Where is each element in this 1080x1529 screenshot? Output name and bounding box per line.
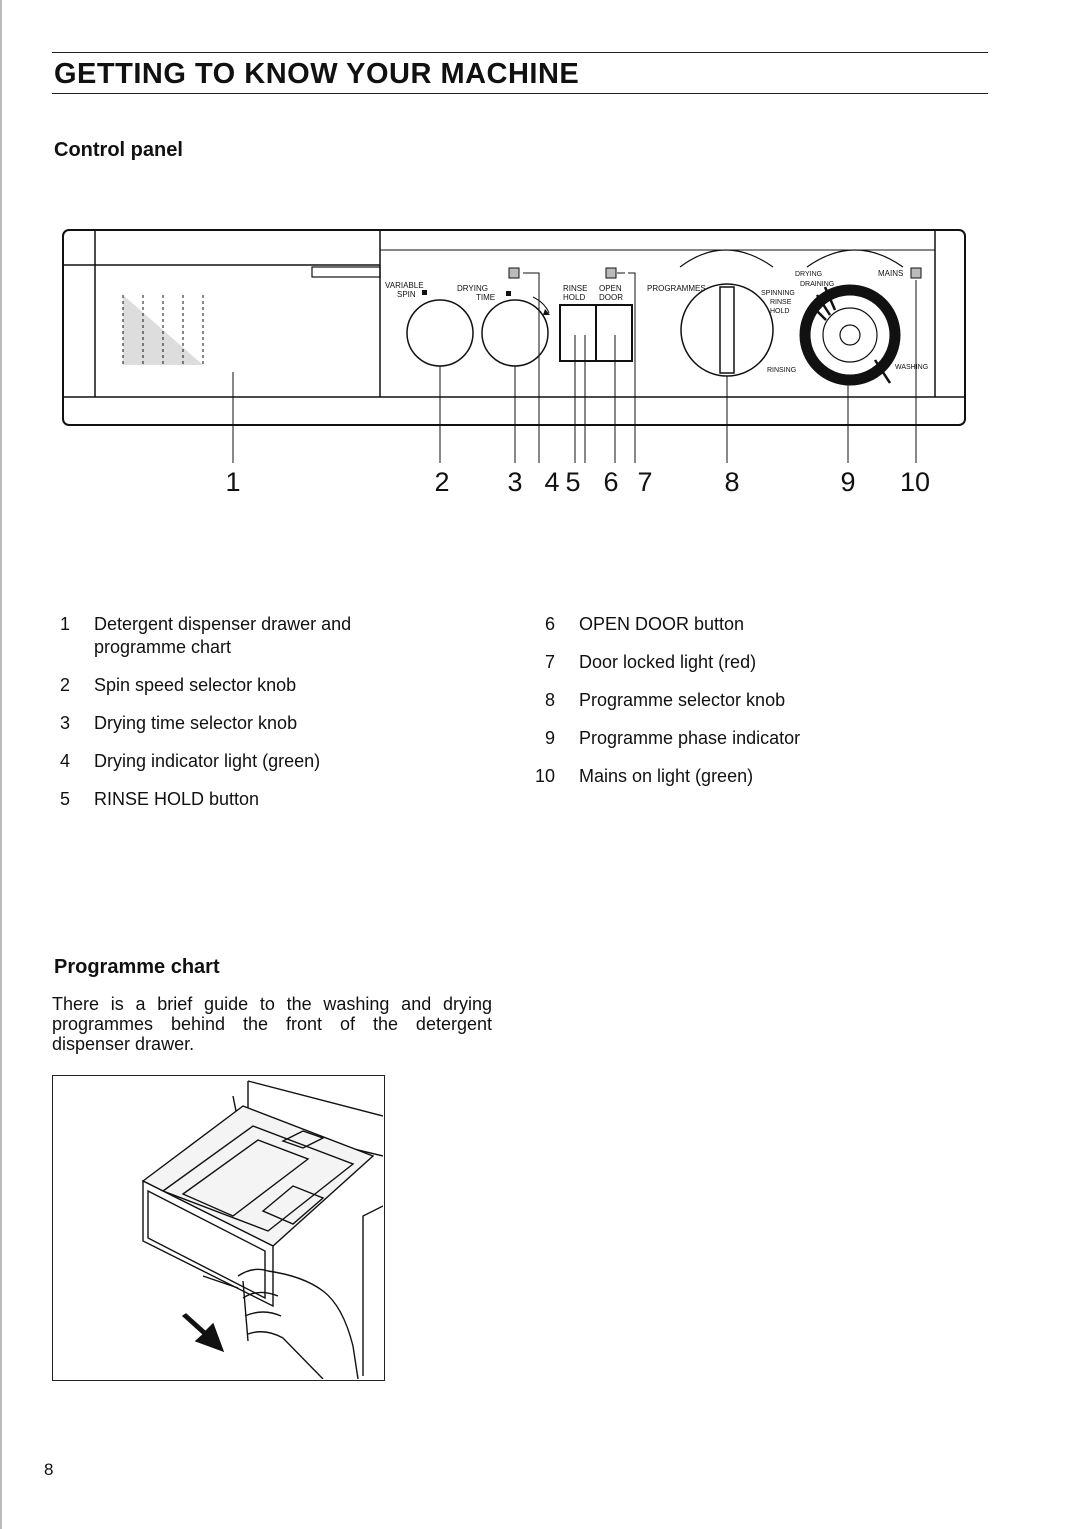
legend-item: 7 Door locked light (red) <box>535 651 875 674</box>
legend-number: 4 <box>59 751 70 771</box>
legend-text: Programme phase indicator <box>579 728 801 748</box>
spin-indicator-mark <box>422 290 427 295</box>
label-mains: MAINS <box>878 269 903 278</box>
legend-item: 10 Mains on light (green) <box>535 765 875 788</box>
callout-6: 6 <box>603 467 618 497</box>
label-variable: VARIABLE <box>385 281 424 290</box>
mains-light <box>910 267 922 279</box>
pull-arrow <box>181 1313 225 1353</box>
label-drying: DRYING <box>457 284 488 293</box>
label-phase-washing: WASHING <box>895 364 928 371</box>
phase-indicator-dial <box>799 284 901 386</box>
drawer-handle <box>311 266 381 278</box>
open-door-button <box>595 304 633 362</box>
label-hold: HOLD <box>563 293 585 302</box>
legend-number: 1 <box>59 614 70 634</box>
label-door: DOOR <box>599 293 623 302</box>
label-phase-rinsing: RINSING <box>767 367 796 374</box>
drawer-illustration <box>52 1075 385 1381</box>
callout-10: 10 <box>900 467 930 497</box>
label-programmes: PROGRAMMES <box>647 284 706 293</box>
drying-time-knob <box>481 299 549 367</box>
page-edge <box>0 0 2 1529</box>
label-phase-hold: HOLD <box>770 308 789 315</box>
legend-left: 1 Detergent dispenser drawer and programm… <box>50 613 410 826</box>
legend-number: 10 <box>535 766 556 786</box>
drying-indicator-mark <box>506 291 511 296</box>
hand <box>237 1268 359 1380</box>
legend-item: 4 Drying indicator light (green) <box>50 750 410 773</box>
legend-right: 6 OPEN DOOR button 7 Door locked light (re… <box>535 613 875 803</box>
callout-5: 5 <box>565 467 580 497</box>
door-locked-light <box>605 267 617 279</box>
legend-number: 6 <box>544 614 555 634</box>
panel-outline <box>62 229 966 426</box>
label-phase-draining: DRAINING <box>800 281 834 288</box>
legend-item: 9 Programme phase indicator <box>535 727 875 750</box>
control-panel-heading: Control panel <box>54 139 183 161</box>
legend-number: 2 <box>59 675 70 695</box>
label-rinse: RINSE <box>563 284 587 293</box>
legend-text: Drying time selector knob <box>94 713 298 733</box>
legend-number: 5 <box>59 789 70 809</box>
legend-item: 2 Spin speed selector knob <box>50 674 410 697</box>
label-time: TIME <box>476 293 495 302</box>
programme-chart-text: There is a brief guide to the washing an… <box>52 994 492 1054</box>
legend-text: RINSE HOLD button <box>94 789 260 809</box>
spin-speed-knob <box>406 299 474 367</box>
title-rule-bottom <box>52 93 988 94</box>
drawer-shading <box>122 295 204 365</box>
callout-2: 2 <box>434 467 449 497</box>
label-phase-drying: DRYING <box>795 271 822 278</box>
legend-text: Detergent dispenser drawer and programme… <box>94 614 352 657</box>
legend-text: Mains on light (green) <box>579 766 754 786</box>
legend-text: Door locked light (red) <box>579 652 757 672</box>
programme-selector-knob <box>680 283 774 377</box>
legend-text: OPEN DOOR button <box>579 614 745 634</box>
legend-number: 8 <box>544 690 555 710</box>
legend-number: 7 <box>544 652 555 672</box>
legend-number: 3 <box>59 713 70 733</box>
legend-item: 8 Programme selector knob <box>535 689 875 712</box>
control-panel-diagram: VARIABLE SPIN DRYING TIME RINSE HOLD OPE… <box>62 229 966 497</box>
legend-text: Drying indicator light (green) <box>94 751 321 771</box>
callout-7: 7 <box>637 467 652 497</box>
legend-item: 3 Drying time selector knob <box>50 712 410 735</box>
title-rule-top <box>52 52 988 53</box>
programme-chart-heading: Programme chart <box>54 956 220 978</box>
legend-text: Spin speed selector knob <box>94 675 297 695</box>
label-spin: SPIN <box>397 290 416 299</box>
label-phase-spinning: SPINNING <box>761 290 795 297</box>
callout-9: 9 <box>840 467 855 497</box>
callout-8: 8 <box>724 467 739 497</box>
legend-item: 1 Detergent dispenser drawer and programm… <box>50 613 410 659</box>
rinse-hold-button <box>559 304 597 362</box>
page-title: GETTING TO KNOW YOUR MACHINE <box>54 58 580 90</box>
drying-light <box>508 267 520 279</box>
legend-text: Programme selector knob <box>579 690 786 710</box>
drawer-drawing <box>141 1080 384 1380</box>
label-open: OPEN <box>599 284 622 293</box>
callout-3: 3 <box>507 467 522 497</box>
legend-item: 5 RINSE HOLD button <box>50 788 410 811</box>
page-number: 8 <box>44 1460 54 1479</box>
callout-1: 1 <box>225 467 240 497</box>
callout-4: 4 <box>544 467 559 497</box>
label-phase-rinse: RINSE <box>770 299 792 306</box>
legend-item: 6 OPEN DOOR button <box>535 613 875 636</box>
legend-number: 9 <box>544 728 555 748</box>
